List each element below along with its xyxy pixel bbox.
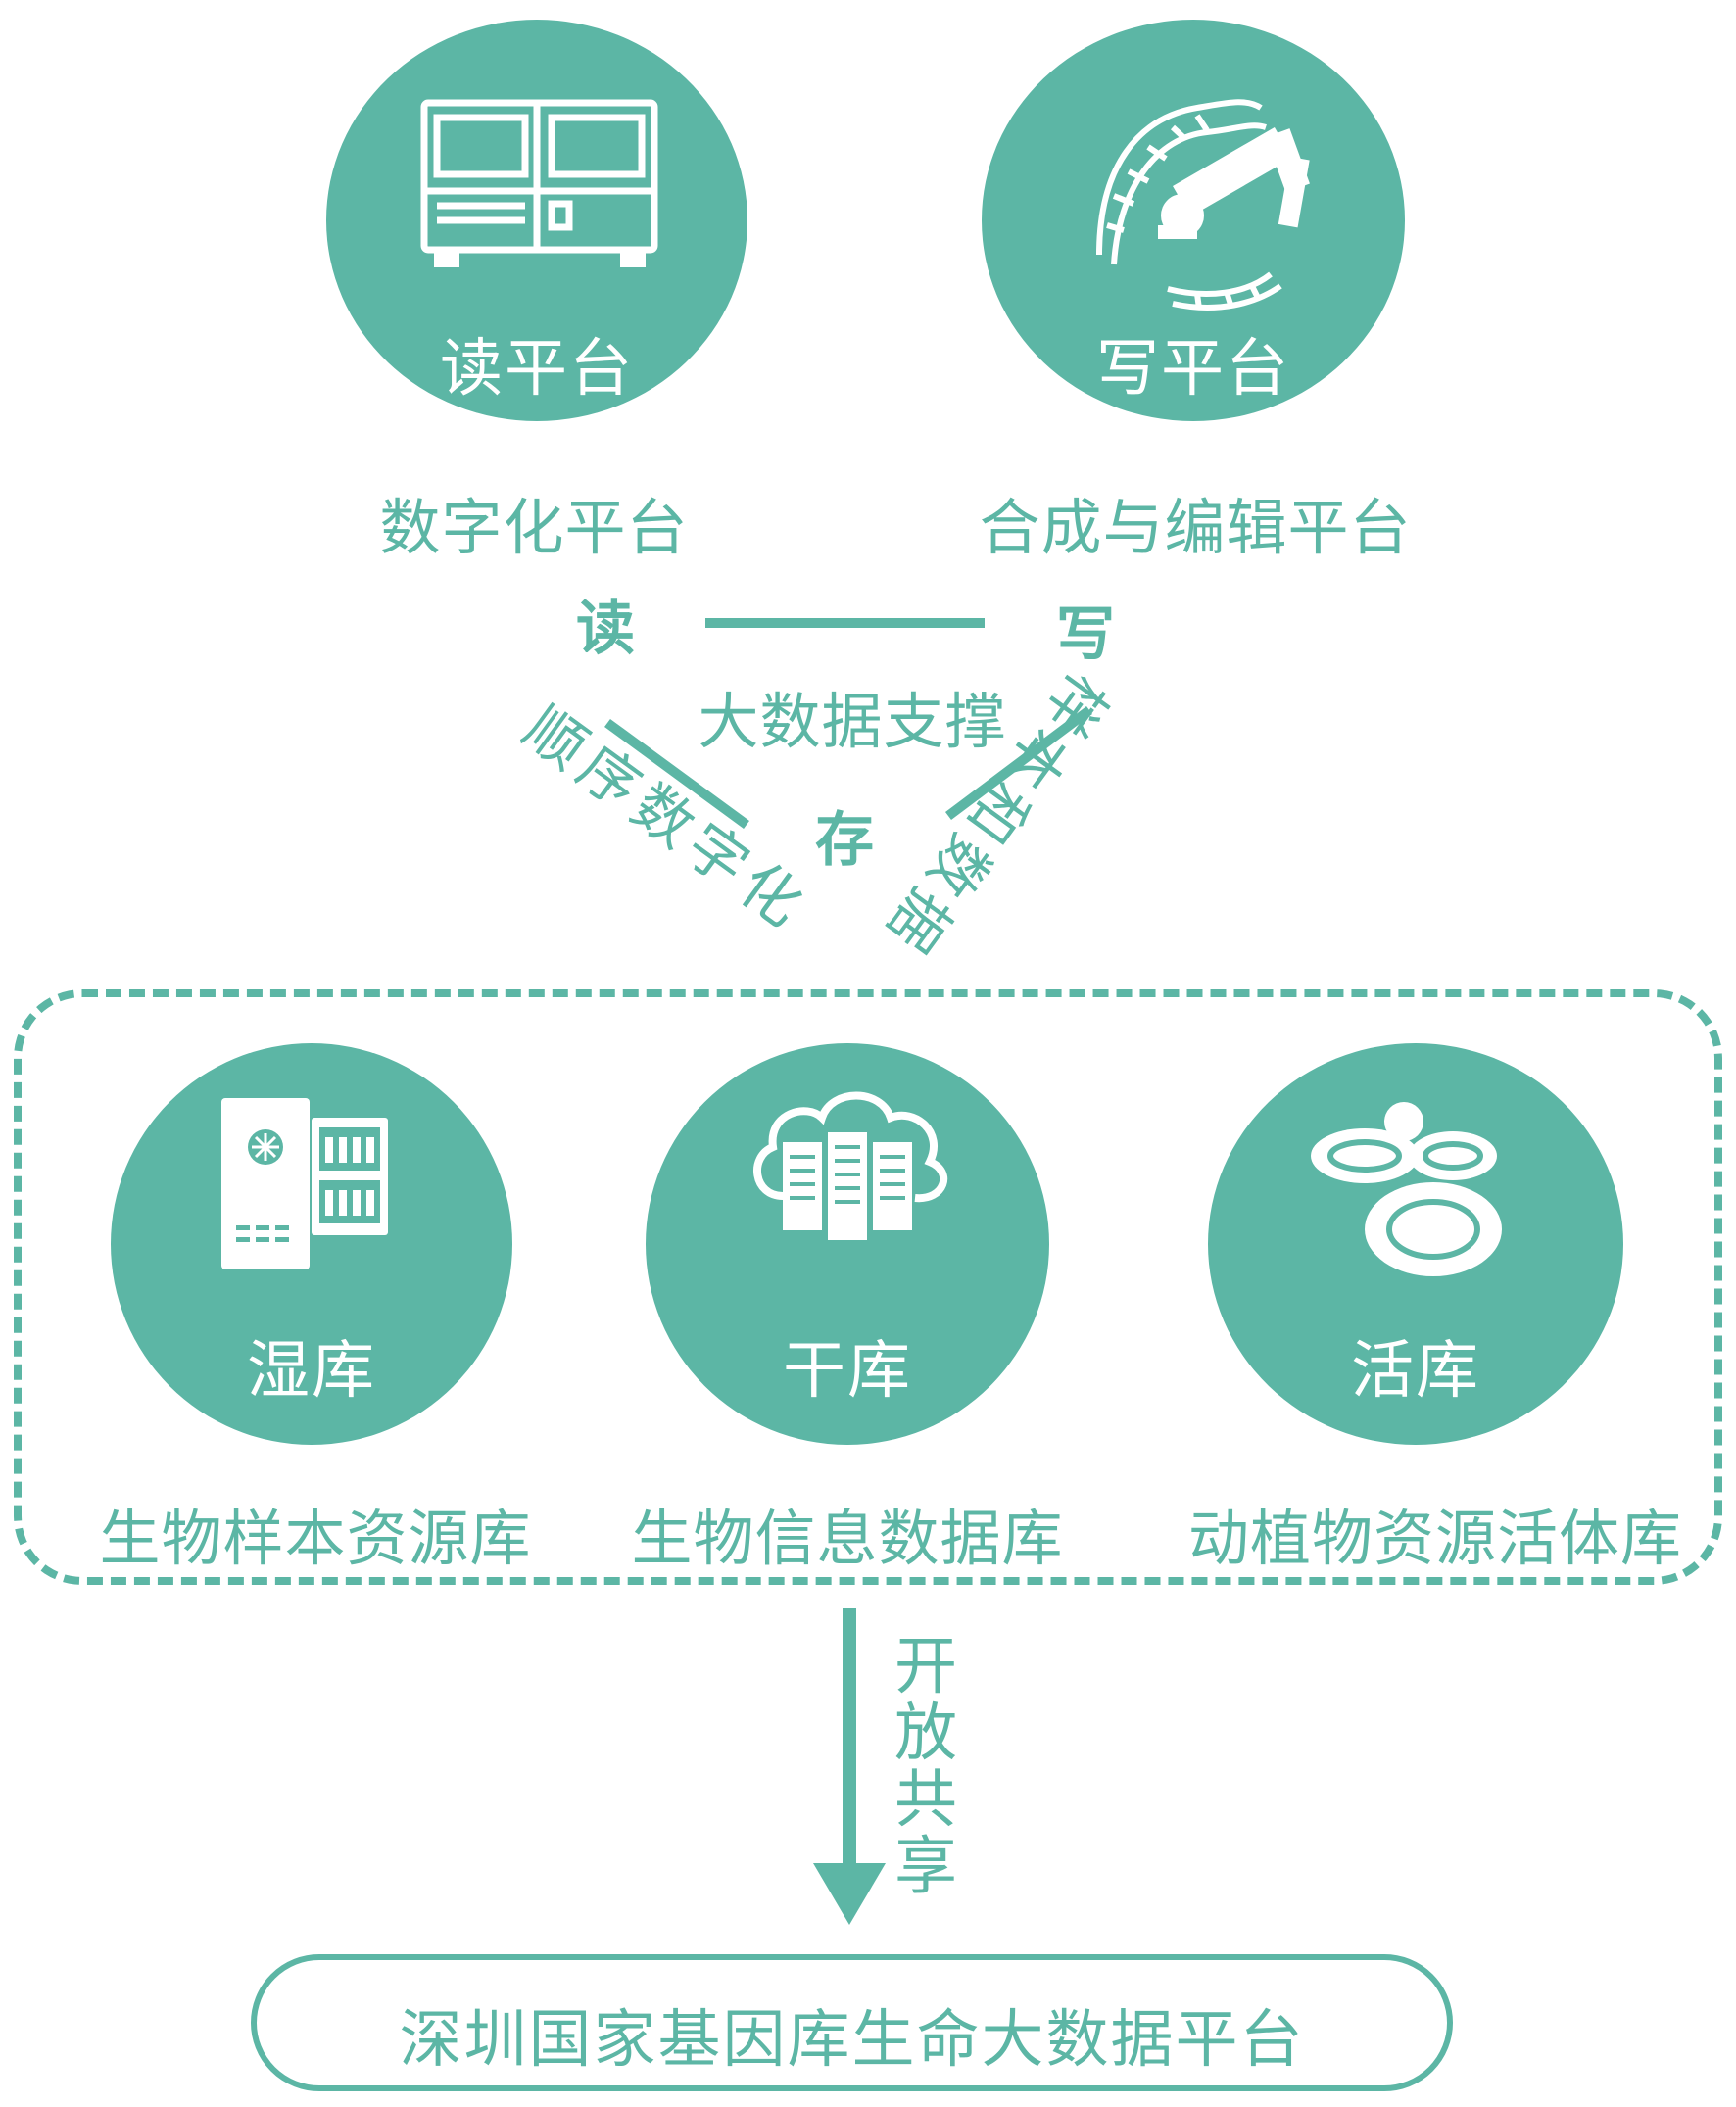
write-platform-label: 写平台 bbox=[1096, 333, 1290, 406]
cloud-server-icon bbox=[753, 1091, 948, 1240]
live-library-label: 活库 bbox=[1351, 1335, 1480, 1408]
write-platform-circle: 写平台 bbox=[982, 20, 1405, 421]
dry-library-label: 干库 bbox=[783, 1335, 912, 1408]
dry-library-caption: 生物信息数据库 bbox=[631, 1503, 1064, 1574]
arrow-shaft bbox=[843, 1608, 856, 1878]
wet-library-caption: 生物样本资源库 bbox=[99, 1503, 532, 1574]
read-platform-label: 读平台 bbox=[440, 333, 634, 406]
left-edge-line bbox=[604, 718, 749, 830]
wet-library-label: 湿库 bbox=[247, 1335, 376, 1408]
write-platform-caption: 合成与编辑平台 bbox=[979, 492, 1412, 563]
dna-robot-arm-icon bbox=[1096, 99, 1310, 311]
life-big-data-platform-label: 深圳国家基因库生命大数据平台 bbox=[399, 2004, 1305, 2077]
sequencer-machine-icon bbox=[420, 99, 658, 267]
triangle-write-node: 写 bbox=[1056, 600, 1115, 669]
right-edge-line bbox=[945, 706, 1092, 820]
life-big-data-platform-box: 深圳国家基因库生命大数据平台 bbox=[251, 1954, 1453, 2091]
cells-icon bbox=[1311, 1102, 1502, 1276]
open-sharing-label: 开放共享 bbox=[894, 1631, 957, 1903]
arrow-head bbox=[813, 1863, 886, 1925]
live-library-caption: 动植物资源活体库 bbox=[1187, 1503, 1682, 1574]
triangle-read-node: 读 bbox=[576, 595, 635, 663]
wet-library-circle: 湿库 bbox=[111, 1043, 512, 1445]
read-platform-caption: 数字化平台 bbox=[379, 492, 689, 563]
libraries-group-box bbox=[14, 989, 1722, 1585]
top-edge-label: 大数据支撑 bbox=[698, 686, 1007, 757]
triangle-store-node: 存 bbox=[815, 806, 874, 875]
read-platform-circle: 读平台 bbox=[326, 20, 747, 421]
dry-library-circle: 干库 bbox=[646, 1043, 1049, 1445]
freezer-icon bbox=[221, 1098, 388, 1269]
live-library-circle: 活库 bbox=[1208, 1043, 1623, 1445]
